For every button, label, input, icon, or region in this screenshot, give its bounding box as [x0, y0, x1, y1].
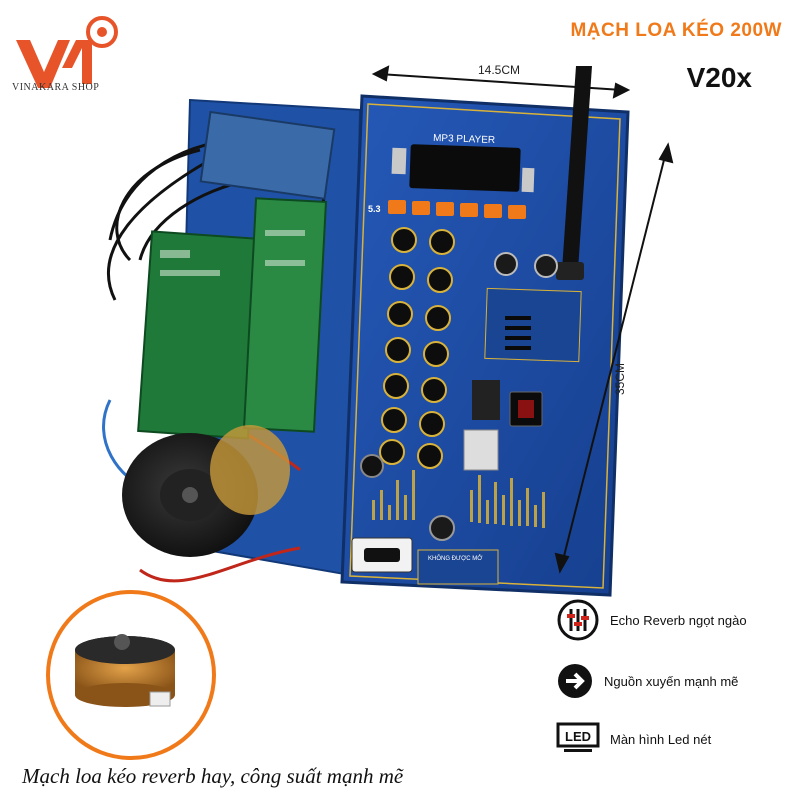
knob-array — [379, 227, 455, 469]
led-icon: LED — [556, 722, 600, 752]
feature-led-label: Màn hình Led nét — [610, 731, 712, 747]
arrow-right-icon — [558, 664, 592, 698]
width-label: 14.5CM — [478, 63, 521, 77]
led-display — [409, 144, 521, 192]
product-title: MẠCH LOA KÉO 200W — [570, 20, 782, 41]
display-label: MP3 PLAYER — [433, 133, 495, 146]
caption: Mạch loa kéo reverb hay, công suất mạnh … — [22, 764, 404, 788]
feature-echo: Echo Reverb ngọt ngào — [556, 598, 747, 642]
dc-terminal — [472, 380, 500, 420]
warning-label: KHÔNG ĐƯỢC MỞ — [428, 555, 482, 562]
equalizer-icon — [557, 599, 599, 641]
model-name: V20x — [686, 62, 752, 93]
vinakara-logo — [16, 16, 118, 88]
feature-echo-label: Echo Reverb ngọt ngào — [610, 612, 747, 628]
width-dimension-arrow — [371, 65, 631, 99]
height-dimension-arrow — [554, 142, 674, 574]
bt-board — [199, 110, 336, 200]
version-label: 5.3 — [368, 204, 381, 214]
feature-power-label: Nguồn xuyến mạnh mẽ — [604, 673, 739, 689]
amp-board — [137, 230, 263, 440]
svg-text:LED: LED — [565, 729, 591, 744]
antenna — [562, 66, 592, 270]
feature-power: Nguồn xuyến mạnh mẽ — [556, 662, 738, 700]
height-label: 35CM — [613, 362, 628, 396]
feature-led: LED Màn hình Led nét — [556, 722, 711, 756]
brand-name: VINAKARA SHOP — [12, 82, 100, 93]
button-row — [388, 200, 526, 219]
pre-amp-board — [242, 197, 328, 433]
